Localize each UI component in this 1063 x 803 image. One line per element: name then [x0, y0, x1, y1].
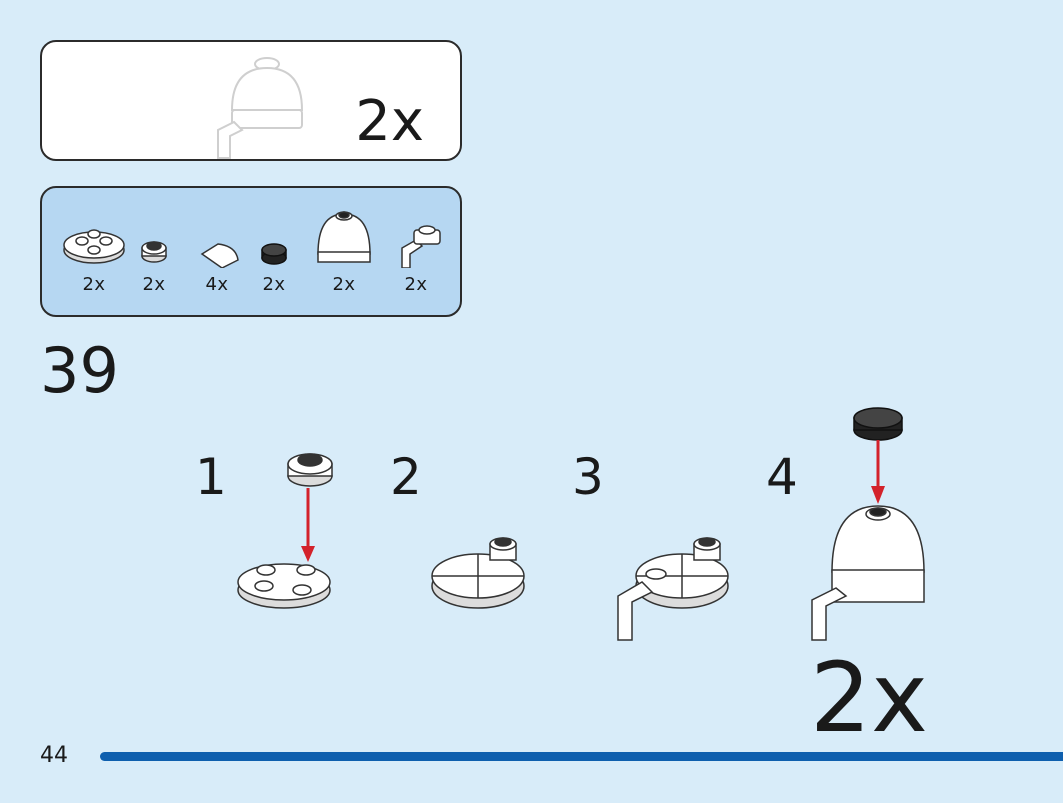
- dome-brick-icon: [317, 211, 371, 263]
- part-quantity: 2x: [404, 274, 428, 295]
- part-quantity: 2x: [262, 274, 286, 295]
- round-plate-1x1-icon: [141, 241, 167, 263]
- substep-number-1: 1: [195, 448, 227, 506]
- part-round-plate-small: 2x: [134, 188, 174, 315]
- substep-4-illustration: [811, 407, 925, 641]
- step-number: 39: [40, 334, 119, 407]
- part-quantity: 4x: [205, 274, 229, 295]
- progress-bar: [100, 752, 1063, 761]
- parts-list-callout: 2x 2x 4x 2x: [40, 186, 462, 317]
- substep-number-3: 3: [572, 448, 604, 506]
- submodel-result-callout: 2x: [40, 40, 462, 161]
- page-number: 44: [40, 743, 68, 768]
- substep-number-4: 4: [766, 448, 798, 506]
- part-dome: 2x: [312, 188, 376, 315]
- substep-1-illustration: [237, 453, 333, 609]
- part-bar-holder: 2x: [388, 188, 444, 315]
- bar-holder-clip-icon: [401, 225, 441, 268]
- quarter-tile-icon: [200, 243, 239, 268]
- dome-assembly-preview-icon: [217, 57, 304, 159]
- part-quarter-tile: 4x: [192, 188, 242, 315]
- substep-number-2: 2: [390, 448, 422, 506]
- part-quantity: 2x: [142, 274, 166, 295]
- step-quantity: 2x: [810, 642, 928, 754]
- part-round-plate: 2x: [60, 188, 128, 315]
- part-black-tile: 2x: [254, 188, 294, 315]
- substep-3-illustration: [617, 537, 729, 641]
- part-quantity: 2x: [332, 274, 356, 295]
- result-quantity: 2x: [355, 89, 424, 154]
- round-plate-4-studs-icon: [63, 229, 125, 264]
- part-quantity: 2x: [82, 274, 106, 295]
- black-round-tile-icon: [261, 243, 287, 265]
- substep-2-illustration: [431, 537, 525, 609]
